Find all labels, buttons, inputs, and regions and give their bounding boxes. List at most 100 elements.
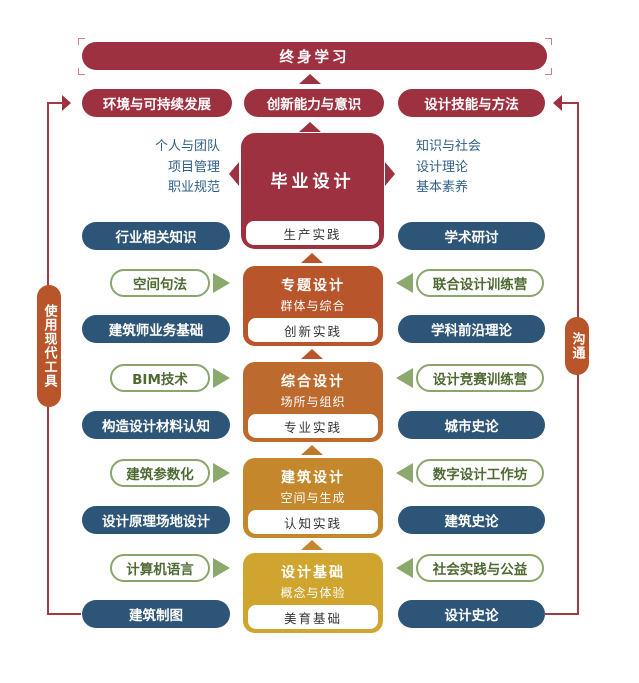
grad-right-line: 基本素养 bbox=[416, 180, 469, 195]
grad-title: 毕业设计 bbox=[270, 172, 355, 192]
outline-label: 数字设计工作坊 bbox=[432, 467, 528, 483]
navy-label: 城市史论 bbox=[444, 419, 499, 435]
stage-sub: 概念与体验 bbox=[280, 586, 346, 600]
grad-left-text: 个人与团队 项目管理 职业规范 bbox=[140, 137, 220, 199]
arrow-up-icon bbox=[301, 349, 323, 359]
corner-mark bbox=[545, 38, 552, 45]
corner-mark bbox=[78, 38, 85, 45]
arrow-up-icon bbox=[299, 122, 321, 132]
stage-practice: 认知实践 bbox=[248, 510, 378, 534]
stage-title: 综合设计 bbox=[281, 374, 345, 390]
arrow-up-icon bbox=[299, 74, 321, 84]
grad-practice: 生产实践 bbox=[246, 221, 379, 245]
left-bracket-line bbox=[47, 102, 65, 104]
arrow-left-icon bbox=[396, 463, 413, 483]
stage-practice: 创新实践 bbox=[248, 318, 378, 342]
goal-sustainability: 环境与可持续发展 bbox=[82, 89, 232, 117]
arrow-up-icon bbox=[301, 445, 323, 455]
navy-label: 构造设计材料认知 bbox=[102, 419, 210, 435]
grad-left-line: 职业规范 bbox=[167, 180, 220, 195]
stage-practice: 专业实践 bbox=[248, 414, 378, 438]
goal-design-skills: 设计技能与方法 bbox=[398, 89, 545, 117]
grad-right-line: 知识与社会 bbox=[416, 139, 482, 154]
outline-label: 联合设计训练营 bbox=[432, 277, 528, 293]
navy-label: 建筑史论 bbox=[444, 514, 499, 530]
arrow-up-icon bbox=[301, 253, 323, 263]
right-navy-5: 设计史论 bbox=[398, 600, 545, 628]
stage-sub: 场所与组织 bbox=[280, 395, 346, 409]
stage-title: 专题设计 bbox=[281, 278, 345, 294]
left-outline-1: 空间句法 bbox=[110, 269, 210, 297]
right-navy-4: 建筑史论 bbox=[398, 506, 545, 534]
navy-label: 设计史论 bbox=[444, 608, 499, 624]
right-outline-4: 社会实践与公益 bbox=[416, 554, 544, 582]
right-outline-2: 设计竞赛训练营 bbox=[416, 364, 544, 392]
goal-innovation: 创新能力与意识 bbox=[244, 89, 384, 117]
grad-left-line: 个人与团队 bbox=[154, 139, 220, 154]
stage-title: 设计基础 bbox=[281, 565, 345, 581]
stage-special-design: 专题设计 群体与综合 创新实践 bbox=[243, 266, 383, 346]
stage-sub: 空间与生成 bbox=[280, 491, 346, 505]
corner-mark bbox=[78, 68, 85, 75]
right-outline-3: 数字设计工作坊 bbox=[416, 459, 544, 487]
corner-mark bbox=[545, 68, 552, 75]
communication-label: 沟通 bbox=[565, 317, 589, 375]
outline-label: BIM技术 bbox=[132, 372, 188, 388]
arrow-right-icon bbox=[213, 558, 230, 578]
navy-label: 学术研讨 bbox=[444, 230, 499, 246]
arrow-left-icon bbox=[396, 558, 413, 578]
communication-text: 沟通 bbox=[569, 332, 585, 360]
arrow-up-icon bbox=[301, 540, 323, 550]
left-outline-3: 建筑参数化 bbox=[110, 459, 210, 487]
outline-label: 空间句法 bbox=[133, 277, 187, 293]
arrow-right-icon bbox=[62, 95, 71, 111]
arrow-right-icon bbox=[213, 368, 230, 388]
grad-left-line: 项目管理 bbox=[167, 159, 220, 175]
left-navy-4: 设计原理场地设计 bbox=[82, 506, 230, 534]
outline-label: 设计竞赛训练营 bbox=[432, 372, 528, 388]
lifelong-learning-bar: 终身学习 bbox=[82, 42, 547, 70]
stage-graduation-design: 毕业设计 生产实践 bbox=[241, 133, 384, 249]
modern-tools-text: 使用现代工具 bbox=[41, 304, 57, 388]
left-outline-4: 计算机语言 bbox=[110, 554, 210, 582]
navy-label: 行业相关知识 bbox=[115, 230, 197, 246]
arrow-right-icon bbox=[385, 162, 395, 186]
navy-label: 学科前沿理论 bbox=[431, 323, 512, 339]
right-bracket-line bbox=[545, 613, 579, 615]
right-navy-3: 城市史论 bbox=[398, 411, 545, 439]
right-navy-2: 学科前沿理论 bbox=[398, 315, 545, 343]
lifelong-learning-label: 终身学习 bbox=[279, 49, 350, 66]
goal-label: 设计技能与方法 bbox=[424, 97, 519, 113]
right-outline-1: 联合设计训练营 bbox=[416, 269, 544, 297]
left-outline-2: BIM技术 bbox=[110, 364, 210, 392]
stage-title: 建筑设计 bbox=[281, 470, 345, 486]
stage-design-foundation: 设计基础 概念与体验 美育基础 bbox=[243, 553, 383, 633]
right-bracket-line bbox=[562, 102, 579, 104]
stage-sub: 群体与综合 bbox=[280, 299, 346, 313]
arrow-left-icon bbox=[553, 95, 562, 111]
navy-label: 设计原理场地设计 bbox=[102, 514, 210, 530]
right-navy-1: 学术研讨 bbox=[398, 222, 545, 250]
outline-label: 建筑参数化 bbox=[126, 467, 194, 483]
arrow-left-icon bbox=[396, 273, 413, 293]
arrow-left-icon bbox=[229, 162, 239, 186]
stage-practice: 美育基础 bbox=[248, 605, 378, 629]
stage-architectural-design: 建筑设计 空间与生成 认知实践 bbox=[243, 458, 383, 538]
modern-tools-label: 使用现代工具 bbox=[37, 285, 61, 407]
goal-label: 创新能力与意识 bbox=[266, 97, 362, 113]
arrow-right-icon bbox=[213, 463, 230, 483]
grad-right-line: 设计理论 bbox=[416, 159, 469, 175]
navy-label: 建筑师业务基础 bbox=[108, 323, 204, 339]
arrow-right-icon bbox=[213, 273, 230, 293]
left-navy-2: 建筑师业务基础 bbox=[82, 315, 230, 343]
left-navy-3: 构造设计材料认知 bbox=[82, 411, 230, 439]
goal-label: 环境与可持续发展 bbox=[103, 97, 211, 113]
left-navy-1: 行业相关知识 bbox=[82, 222, 230, 250]
outline-label: 社会实践与公益 bbox=[432, 562, 528, 578]
outline-label: 计算机语言 bbox=[126, 562, 194, 578]
left-navy-5: 建筑制图 bbox=[82, 600, 230, 628]
arrow-left-icon bbox=[396, 368, 413, 388]
grad-right-text: 知识与社会 设计理论 基本素养 bbox=[416, 137, 506, 199]
left-bracket-line bbox=[47, 613, 81, 615]
navy-label: 建筑制图 bbox=[129, 608, 183, 624]
